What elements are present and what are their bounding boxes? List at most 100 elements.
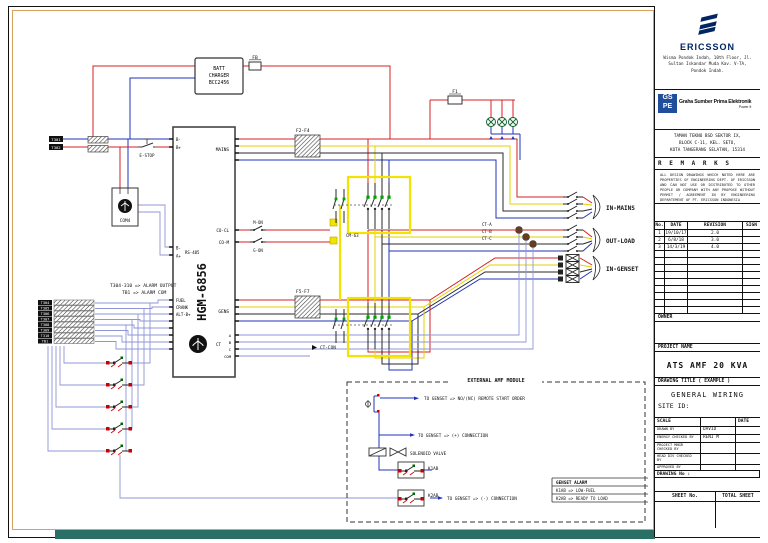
stack-t305: T305 [41, 307, 50, 311]
pin-alt: ALT-B+ [176, 312, 191, 317]
relay-m-on-label: M-ON [253, 220, 263, 225]
gspe-tagline: Power It [738, 104, 752, 109]
ext-title: EXTERNAL AMF MODULE [467, 378, 524, 384]
approval-row-label: DRAWN BY [655, 427, 701, 435]
rev-col-sign: SIGN [743, 222, 760, 230]
controller-model: HGM-6856 [195, 263, 209, 321]
approval-section: SCALE DATE DRAWN BY DAVID ENERGY CHECKED… [655, 418, 760, 478]
genset-contactor [332, 302, 394, 350]
gspe-section: GS PE Graha Sumber Prima Elektronik Powe… [655, 90, 760, 130]
sheet-section: SHEET No. TOTAL SHEET [655, 492, 760, 537]
pin-crank: CRANK [176, 305, 189, 310]
usb-icon [120, 201, 130, 211]
charger-line2: CHARGER [209, 73, 229, 79]
contactor-model-label: CM-63 [346, 233, 359, 238]
site-address-line3: KOTA TANGERANG SELATAN, 15314 [669, 147, 746, 153]
stack-t306: T306 [41, 312, 50, 316]
approval-row-value: RENI M [701, 434, 736, 443]
rev-row-cell: 1 [655, 230, 665, 237]
external-amf-module: EXTERNAL AMF MODULE TO GENSET => NO/(NC)… [346, 376, 648, 523]
ct-b-label: CT-B [482, 229, 492, 234]
site-address-line1: TAMAN TEKNO BSD SEKTOR IX, [673, 134, 742, 139]
ext-remote-start-label: TO GENSET => NO/(NC) REMOTE START ORDER [424, 396, 525, 402]
rev-row-cell: 4.0 [688, 244, 743, 251]
drawing-title-section: DRAWING TITLE ( EXAMPLE ) GENERAL WIRING… [655, 378, 760, 418]
relay-g-on-label: G-ON [253, 248, 263, 253]
spacer-section [655, 204, 760, 222]
pin-b-minus: B- [176, 137, 181, 142]
pin-rs-a: A+ [176, 254, 181, 259]
stack-t304: T304 [41, 301, 50, 305]
wires-phase-r [62, 65, 593, 353]
feeder-in-genset: IN-GENSET [606, 266, 639, 273]
ericsson-address-line3: Pondok Indah. [691, 67, 724, 73]
gspe-logo-icon: GS PE [658, 94, 677, 113]
genset-fuse-block: F5-F7 [294, 289, 321, 319]
feeder-out-load: OUT-LOAD [606, 238, 635, 245]
indicator-lamps [486, 117, 518, 140]
dc-fuse-block-1 [87, 136, 109, 144]
lbl-com: COM [224, 354, 232, 359]
rev-row-cell: 2 [655, 237, 665, 244]
site-address-section: TAMAN TEKNO BSD SEKTOR IX, BLOCK C-11, K… [655, 130, 760, 158]
ericsson-address-line1: Wisma Pondok Indah, 10th Floor, Jl. [663, 55, 752, 60]
remarks-section: R E M A R K S ALL DESIGN DRAWINGS WHICH … [655, 158, 760, 204]
rev-row-cell [743, 230, 760, 237]
remarks-body: ALL DESIGN DRAWINGS WHICH NOTED HERE ARE… [660, 173, 755, 203]
com4-connector: COM4 [111, 187, 139, 227]
lbl-co-cl: CO-CL [216, 228, 229, 233]
estop-label: E-STOP [139, 153, 155, 158]
stack-tb1: TB1 [42, 340, 49, 344]
ext-minus-label: TO GENSET => (-) CONNECTION [447, 496, 517, 502]
lbl-gens: GENS [218, 309, 229, 315]
lbl-ct-a: A [229, 333, 232, 338]
lbl-ct-b: B [229, 340, 232, 345]
approval-row-value [701, 453, 736, 465]
pin-rs485: RS-485 [185, 250, 200, 255]
approval-row-value: DAVID [701, 427, 736, 435]
ct-con-label: CT-CON [320, 345, 336, 351]
lbl-mains: MAINS [216, 147, 230, 153]
rev-row-cell [743, 237, 760, 244]
terminal-t302: T302 [51, 145, 60, 150]
terminal-t301: T301 [51, 137, 61, 142]
footer-teal-bar [55, 530, 655, 539]
stack-t307: T307 [41, 318, 50, 322]
alarm-note-1: T304-310 => ALARM OUTPUT [110, 283, 177, 289]
aux-relay-bank [105, 356, 133, 456]
charger-line1: BATT [213, 66, 225, 72]
drawing-frame [12, 10, 654, 530]
coil-terminals [329, 218, 338, 245]
approval-row-label: PROJECT MNGR CHECKED BY [655, 442, 701, 454]
genset-fused-terminals [557, 254, 580, 283]
mains-fuse-label: F2-F4 [296, 128, 310, 134]
ats-controller: HGM-6856 B- B+ B- A+ RS-485 FUEL CRANK A… [169, 126, 239, 378]
genset-alarm-table: GENSET ALARM K1AB => LOW-FUEL K2AB => RE… [551, 477, 648, 503]
mains-fuse-block: F2-F4 [294, 128, 321, 158]
usb-port-icon [192, 338, 204, 350]
ext-k2-label: K2AB [428, 493, 439, 499]
feeder-labels: IN-MAINS OUT-LOAD IN-GENSET [592, 194, 639, 281]
project-name-value: ATS AMF 20 KVA [666, 361, 749, 370]
total-sheet-label: TOTAL SHEET [722, 494, 754, 499]
mains-isolator [562, 191, 584, 220]
ct-con-tag: CT-CON [312, 345, 336, 351]
gspe-initials-top: GS [662, 94, 673, 101]
genset-alarm-title: GENSET ALARM [556, 480, 587, 486]
owner-section: OWNER [655, 314, 760, 344]
genset-alarm-row2: K2AB => READY TO LOAD [556, 496, 608, 501]
lbl-ct: CT [216, 342, 222, 347]
sheet-no-label: SHEET No. [655, 492, 716, 501]
ct-a-label: CT-A [482, 222, 492, 227]
ext-plus-label: TO GENSET => (+) CONNECTION [418, 433, 488, 439]
feeder-in-mains: IN-MAINS [606, 205, 635, 212]
ext-k1-label: K1AB [428, 466, 439, 472]
ericsson-section: ERICSSON Wisma Pondok Indah, 10th Floor,… [655, 6, 760, 90]
lbl-ct-c: C [229, 347, 231, 352]
com4-label: COM4 [120, 218, 131, 224]
remarks-title: R E M A R K S [655, 158, 760, 170]
estop-switch: E-STOP [138, 138, 155, 158]
approval-row-label: ENERGY CHECKED BY [655, 434, 701, 443]
revision-table: No. DATE REVISION SIGN 1 19/10/17 2.0 2 … [655, 222, 760, 314]
